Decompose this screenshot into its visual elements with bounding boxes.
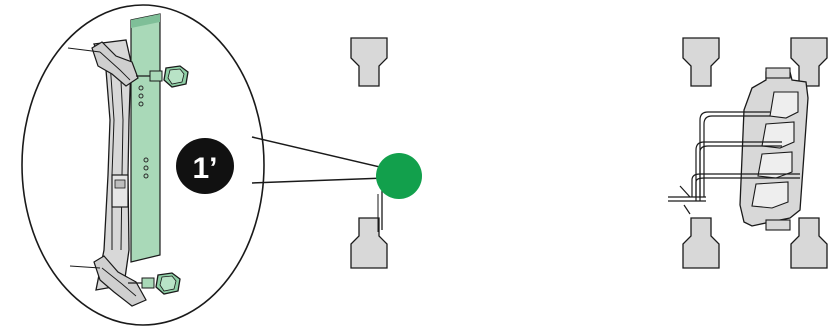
card-bracket xyxy=(739,67,809,231)
callout-pointer-top xyxy=(251,136,385,169)
green-dot-icon xyxy=(376,153,422,199)
installed-assembly xyxy=(668,37,828,269)
slot-bracket-icon xyxy=(350,37,388,87)
cable-bundle xyxy=(668,111,800,215)
zoom-callout: 1’ xyxy=(21,4,385,326)
circuit-board xyxy=(130,13,161,263)
mounting-rail xyxy=(67,39,147,307)
step-badge: 1’ xyxy=(176,138,234,194)
callout-pointer-bottom xyxy=(251,177,385,184)
hex-screw-icon xyxy=(128,272,181,295)
callout-circle xyxy=(21,4,265,326)
slot-bracket-icon xyxy=(682,217,720,269)
slot-bracket-icon xyxy=(682,37,720,87)
slot-bracket-icon xyxy=(790,37,828,87)
slot-bracket-icon xyxy=(790,217,828,269)
board-holes xyxy=(138,85,149,179)
hex-screw-icon xyxy=(136,65,189,88)
step-label: 1’ xyxy=(192,152,217,185)
callout-detail xyxy=(67,13,161,307)
middle-slots xyxy=(350,37,422,269)
